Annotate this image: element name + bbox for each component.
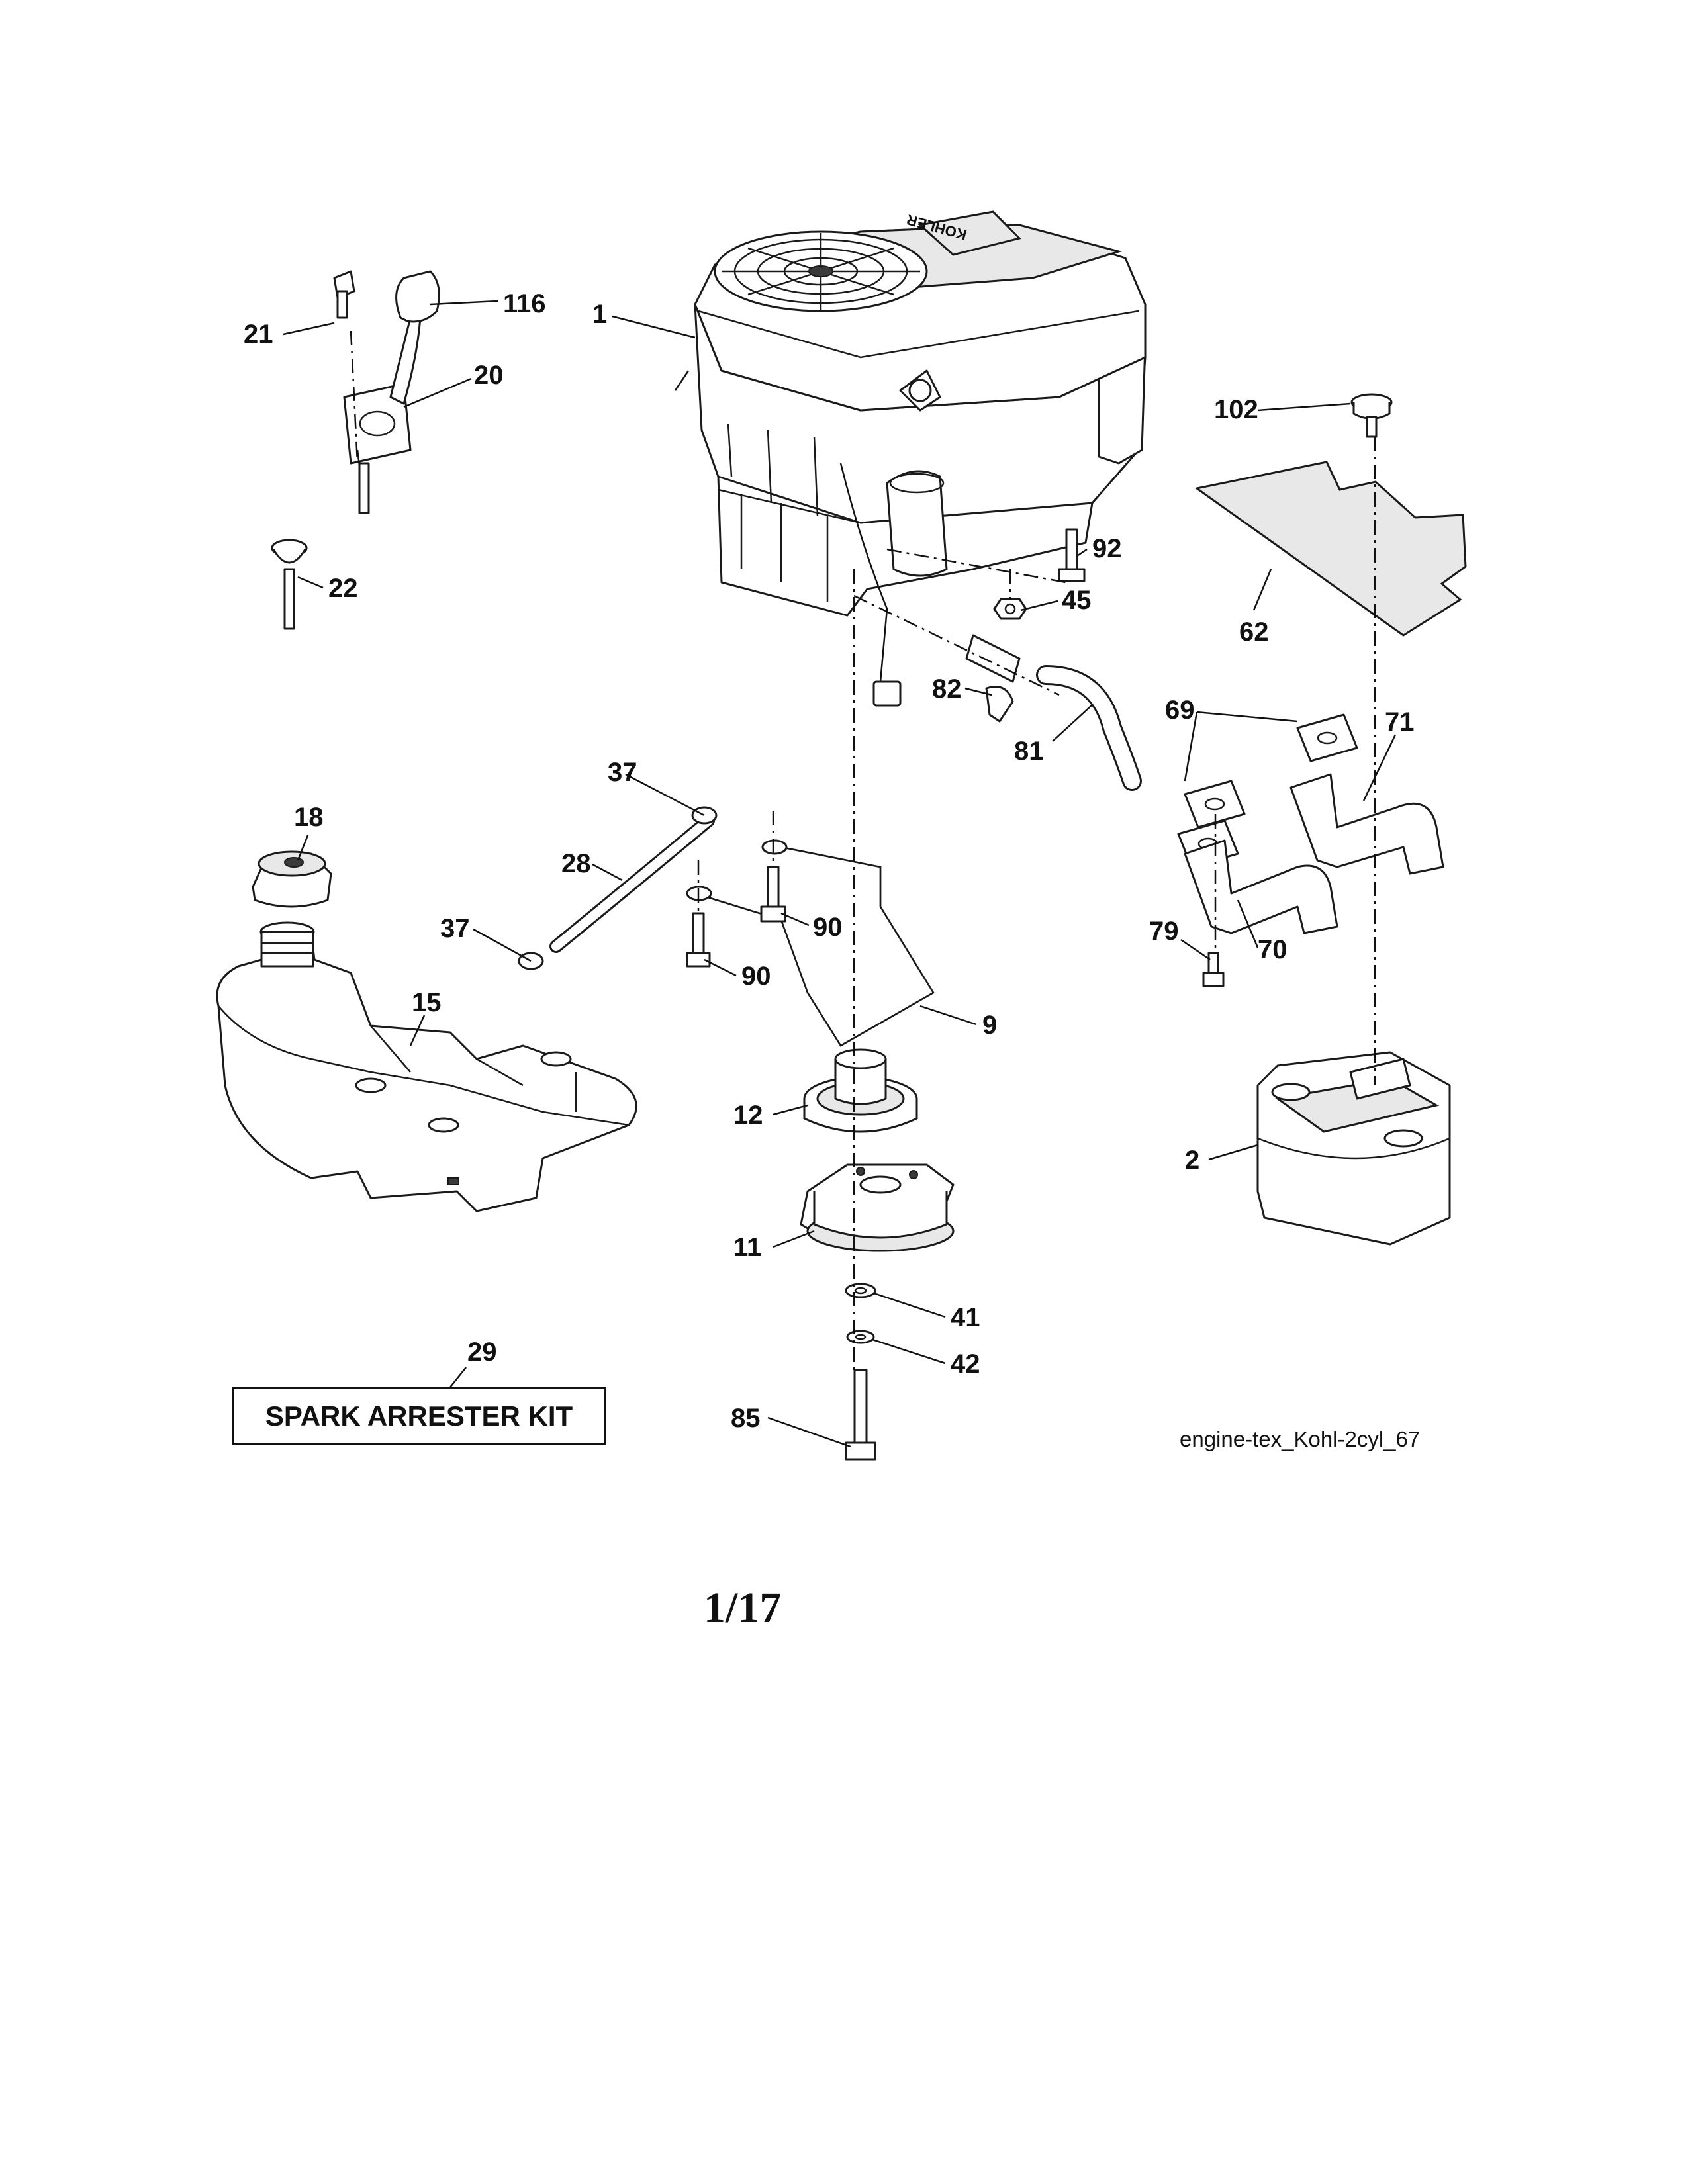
callout-37-top: 37: [608, 758, 637, 787]
clutch-hardware: [845, 1283, 876, 1461]
callout-85: 85: [731, 1404, 761, 1433]
choke-knob: [271, 539, 308, 630]
electric-clutch: [800, 1163, 955, 1252]
callout-90-top: 90: [813, 913, 843, 942]
callout-92: 92: [1092, 534, 1122, 563]
callout-21: 21: [244, 320, 273, 349]
callout-11: 11: [733, 1233, 761, 1262]
callout-82: 82: [932, 674, 962, 704]
page-number: 1/17: [704, 1584, 782, 1632]
assembly-centerlines: [350, 330, 1376, 1370]
mounting-bracket: [686, 839, 935, 1047]
callout-1: 1: [592, 300, 607, 329]
exhaust-assembly: [1177, 713, 1444, 987]
callout-37-bottom: 37: [440, 914, 470, 943]
callout-116: 116: [503, 289, 546, 318]
muffler: [1256, 1051, 1451, 1246]
fuel-line-assembly: [518, 806, 718, 970]
callout-79: 79: [1149, 917, 1179, 946]
callout-20: 20: [474, 361, 504, 390]
fuel-cap: [252, 850, 332, 908]
callout-15: 15: [412, 988, 442, 1017]
callout-29: 29: [467, 1338, 497, 1367]
callout-12: 12: [733, 1101, 763, 1130]
callout-71: 71: [1385, 707, 1415, 737]
callout-62: 62: [1239, 617, 1269, 647]
spark-arrester-kit-label: SPARK ARRESTER KIT: [265, 1400, 573, 1432]
callout-69: 69: [1165, 696, 1195, 725]
callout-18: 18: [294, 803, 324, 832]
callout-45: 45: [1062, 586, 1092, 615]
callout-leaders: [283, 300, 1397, 1448]
spark-arrester-kit-box: SPARK ARRESTER KIT: [232, 1387, 606, 1445]
callout-28: 28: [561, 849, 591, 878]
callout-90-bottom: 90: [741, 962, 771, 991]
idler-pulley: [803, 1048, 918, 1133]
engine-mount-hardware: [993, 528, 1086, 620]
heat-shield-assembly: [1194, 393, 1467, 637]
callout-2: 2: [1185, 1146, 1199, 1175]
callout-41: 41: [951, 1303, 980, 1332]
throttle-control-assembly: [333, 270, 440, 514]
callout-42: 42: [951, 1349, 980, 1379]
callout-70: 70: [1258, 935, 1288, 964]
fuel-tank: [216, 921, 637, 1212]
callout-81: 81: [1014, 737, 1044, 766]
diagram-id-label: engine-tex_Kohl-2cyl_67: [1180, 1427, 1421, 1451]
callout-22: 22: [328, 574, 358, 603]
callout-102: 102: [1214, 395, 1258, 424]
callout-9: 9: [982, 1011, 997, 1040]
fuel-filter-and-hose: [965, 634, 1142, 791]
callout-labels: 1 2 9 11 12 15 18 20 21 22 28 29 37 37 4…: [244, 289, 1415, 1433]
engine-assembly: KOHLER: [674, 210, 1147, 707]
